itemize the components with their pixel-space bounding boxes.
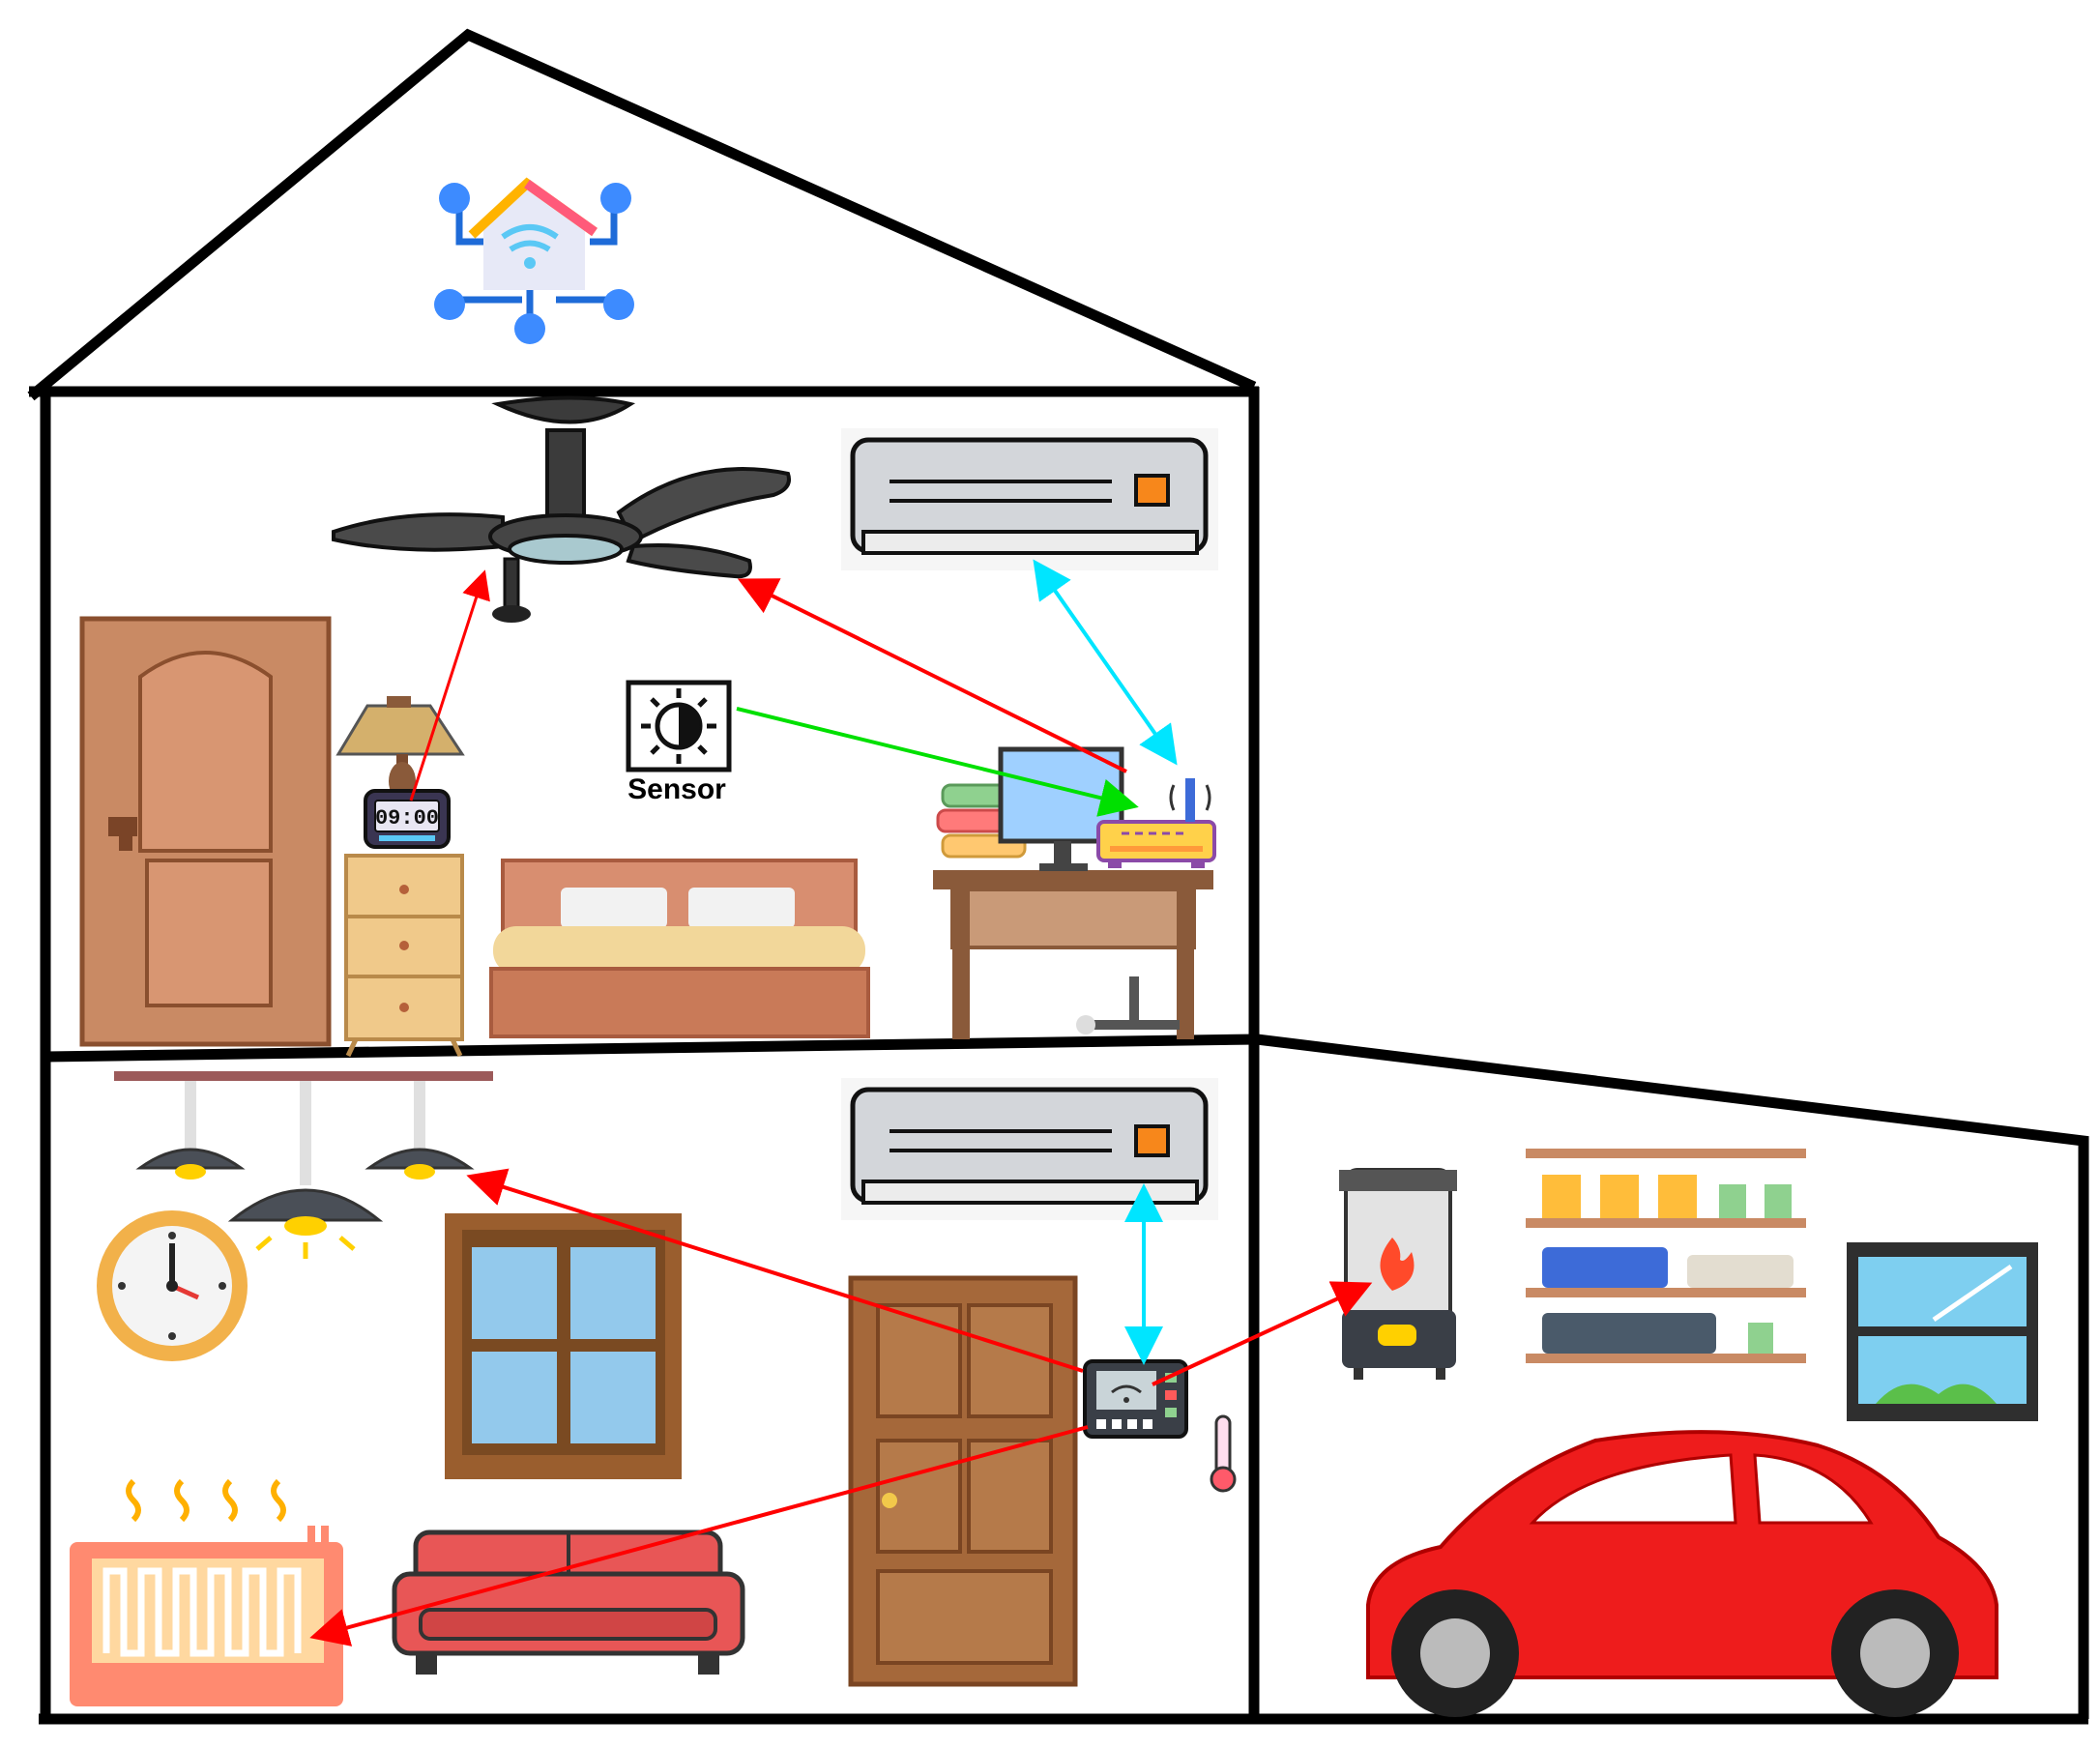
air-conditioner-downstairs-icon [841, 1078, 1218, 1220]
brightness-sensor-icon [626, 680, 732, 772]
router-icon [1096, 778, 1216, 868]
nightstand-icon [344, 854, 464, 1058]
water-heater-icon [1339, 1168, 1457, 1380]
wall-clock-icon [97, 1210, 248, 1361]
arrow-sensor-to-router [736, 707, 1139, 817]
alarm-clock-time: 09:00 [375, 806, 439, 830]
pendant-lamps-icon [114, 1071, 493, 1259]
desk-icon [933, 870, 1213, 1039]
middle-floor [44, 1034, 1258, 1063]
sofa-icon [392, 1530, 745, 1675]
garage-roof [1256, 1034, 2089, 1719]
garage-window-icon [1847, 1242, 2038, 1421]
smart-home-hub-icon [434, 177, 634, 344]
house-outline [27, 28, 2089, 1725]
arrow-thermostat-to-lamps [466, 1168, 1084, 1373]
arrow-router-ac-upstairs [1033, 559, 1178, 766]
arrow-thermostat-to-water-heater [1152, 1281, 1373, 1386]
ceiling-fan-icon [332, 395, 791, 623]
car-icon [1366, 1430, 1998, 1717]
radiator-heater-icon [70, 1478, 343, 1706]
roof [27, 28, 1257, 401]
arrow-clock-to-fan [409, 569, 490, 801]
sensor-label: Sensor [627, 773, 726, 805]
arrow-thermostat-to-radiator [309, 1425, 1089, 1646]
table-lamp-icon [335, 696, 465, 801]
bedroom-door-icon [79, 616, 332, 1047]
connection-arrows [309, 559, 1373, 1646]
air-conditioner-upstairs-icon [841, 428, 1218, 570]
bed-icon [489, 859, 870, 1038]
alarm-clock-icon: 09:00 [364, 789, 451, 849]
living-room-window-icon [445, 1213, 682, 1479]
garage-shelves-icon [1526, 1149, 1806, 1363]
